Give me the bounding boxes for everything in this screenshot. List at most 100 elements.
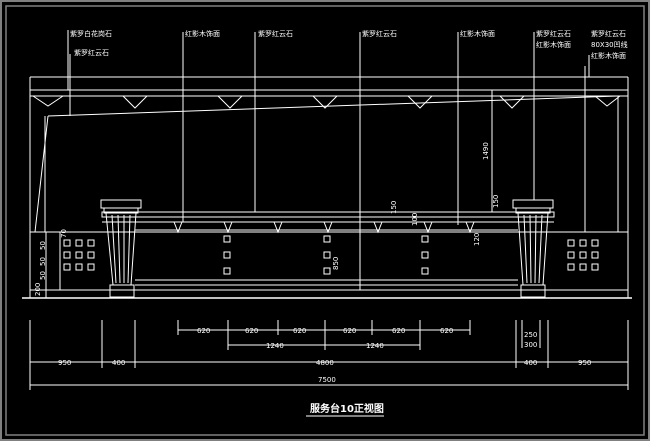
- right-pedestal-flute: [529, 214, 532, 284]
- wall-square: [63, 239, 71, 247]
- inner-frame: [5, 5, 645, 436]
- dim-850: 850: [332, 257, 340, 270]
- right-pedestal-flute: [523, 214, 528, 284]
- dim-620: 620: [343, 327, 356, 335]
- panel-square: [323, 251, 331, 259]
- bottom-dimension-lines: [29, 320, 629, 390]
- panel-square: [223, 267, 231, 275]
- left-pedestal-base: [109, 284, 135, 298]
- perspective-line: [47, 95, 619, 117]
- dim-200: 200: [34, 283, 42, 296]
- wall-square: [63, 251, 71, 259]
- left-pedestal-flute: [127, 214, 131, 284]
- elevation-drawing: [22, 30, 632, 390]
- callout-c3: 紫罗红云石: [362, 29, 397, 38]
- callout-top-left-2: 紫罗红云石: [74, 48, 109, 57]
- dim-left-50c: 50: [39, 271, 47, 280]
- dim-100: 100: [411, 213, 419, 226]
- right-pedestal-base: [520, 284, 546, 298]
- dim-620: 620: [245, 327, 258, 335]
- left-wall-squares: [45, 232, 95, 298]
- left-pedestal-body: [105, 212, 137, 286]
- light-fitting: [423, 221, 433, 234]
- light-fitting: [223, 221, 233, 234]
- counter-top: [101, 211, 555, 218]
- callout-top-left-1: 紫罗白花岗石: [70, 29, 112, 38]
- dim-620: 620: [293, 327, 306, 335]
- panel-square: [421, 267, 429, 275]
- right-pedestal-flute: [538, 214, 543, 284]
- ceiling-truss-right: [594, 95, 621, 107]
- labels: 紫罗白花岗石 紫罗红云石 红影木饰面 紫罗红云石 紫罗红云石 红影木饰面 紫罗红…: [34, 29, 628, 417]
- wall-square: [579, 239, 587, 247]
- dim-1240: 1240: [366, 342, 384, 350]
- callout-c1: 红影木饰面: [185, 29, 220, 38]
- wall-square: [567, 239, 575, 247]
- dim-620: 620: [392, 327, 405, 335]
- wall-square: [75, 239, 83, 247]
- left-diagonal: [34, 115, 49, 233]
- ceiling-truss: [407, 95, 433, 109]
- drawing-title: 服务台10正视图: [310, 402, 384, 415]
- light-fitting: [173, 221, 183, 234]
- dim-300: 300: [524, 341, 537, 349]
- callout-r2: 红影木饰面: [536, 40, 571, 49]
- dim-1490: 1490: [482, 142, 490, 160]
- callout-r3: 紫罗红云石: [591, 29, 626, 38]
- ceiling-truss: [122, 95, 148, 109]
- panel-square: [223, 251, 231, 259]
- panel-square: [323, 267, 331, 275]
- light-fitting: [373, 221, 383, 234]
- callout-r4: 80X30凹线: [591, 40, 628, 49]
- ceiling-truss: [217, 95, 243, 109]
- right-pedestal-body: [517, 212, 549, 286]
- dim-950-right: 950: [578, 359, 591, 367]
- right-wall-squares: [567, 239, 599, 271]
- dim-950-left: 950: [58, 359, 71, 367]
- callout-r5: 红影木饰面: [591, 51, 626, 60]
- dim-left-70: 70: [60, 229, 68, 238]
- ceiling-truss: [499, 95, 525, 109]
- panel-square: [421, 235, 429, 243]
- left-pedestal-cap: [100, 199, 142, 209]
- wall-square: [579, 251, 587, 259]
- wall-square: [567, 263, 575, 271]
- panel-square: [223, 235, 231, 243]
- leader-lines: [67, 30, 590, 290]
- wall-square: [87, 263, 95, 271]
- counter-light-fittings: [173, 221, 475, 234]
- left-pedestal-flute: [117, 214, 121, 284]
- wall-square: [591, 251, 599, 259]
- dim-left-50a: 50: [39, 241, 47, 250]
- dim-250: 250: [524, 331, 537, 339]
- ceiling-truss-left: [32, 95, 64, 107]
- panel-square: [323, 235, 331, 243]
- dim-400-left: 400: [112, 359, 125, 367]
- dim-left-50b: 50: [39, 257, 47, 266]
- ceiling-truss: [312, 95, 338, 109]
- dim-4800: 4800: [316, 359, 334, 367]
- wall-square: [591, 239, 599, 247]
- light-fitting: [465, 221, 475, 234]
- wall-square: [579, 263, 587, 271]
- wall-square: [567, 251, 575, 259]
- dim-1240: 1240: [266, 342, 284, 350]
- wall-square: [87, 239, 95, 247]
- counter-panel-squares: [223, 235, 429, 275]
- dim-620: 620: [440, 327, 453, 335]
- light-fitting: [323, 221, 333, 234]
- dim-400-right: 400: [524, 359, 537, 367]
- wall-square: [87, 251, 95, 259]
- callout-r1: 紫罗红云石: [536, 29, 571, 38]
- wall-square: [75, 263, 83, 271]
- wall-square: [63, 263, 71, 271]
- panel-square: [421, 251, 429, 259]
- dim-620: 620: [197, 327, 210, 335]
- light-fitting: [273, 221, 283, 234]
- callout-c2: 紫罗红云石: [258, 29, 293, 38]
- callout-c4: 红影木饰面: [460, 29, 495, 38]
- dim-150-right: 150: [492, 195, 500, 208]
- left-pedestal-flute: [111, 214, 117, 284]
